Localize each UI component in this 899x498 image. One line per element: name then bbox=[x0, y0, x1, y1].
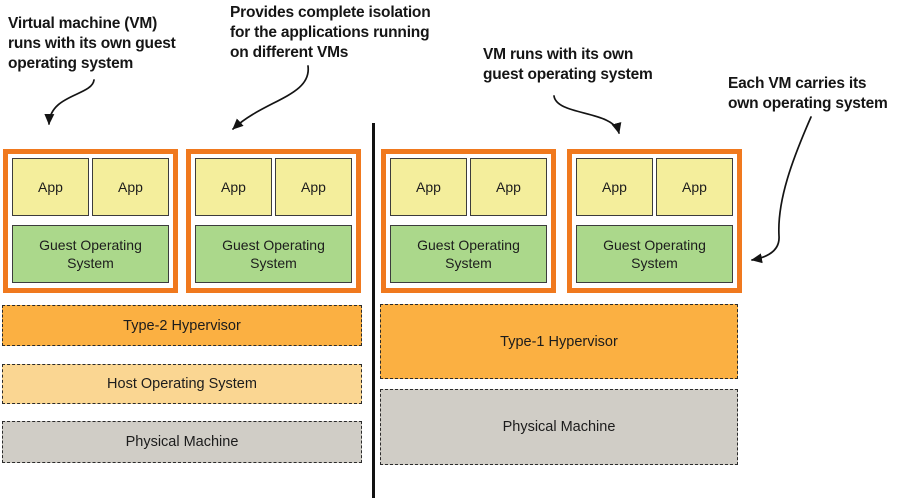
vm-box-1: App App Guest Operating System bbox=[3, 149, 178, 293]
divider-line bbox=[372, 123, 375, 498]
app-row: App App bbox=[390, 158, 547, 216]
app-box: App bbox=[470, 158, 547, 216]
layer-physical-machine-right: Physical Machine bbox=[380, 389, 738, 465]
arrow-vm-left-icon bbox=[44, 79, 95, 125]
annotation-isolation: Provides complete isolation for the appl… bbox=[230, 4, 431, 61]
guest-os-box: Guest Operating System bbox=[390, 225, 547, 283]
layer-physical-machine-left: Physical Machine bbox=[2, 421, 362, 463]
app-box: App bbox=[275, 158, 352, 216]
app-row: App App bbox=[12, 158, 169, 216]
app-row: App App bbox=[195, 158, 352, 216]
app-row: App App bbox=[576, 158, 733, 216]
guest-os-box: Guest Operating System bbox=[12, 225, 169, 283]
arrow-vm-right-icon bbox=[553, 95, 622, 134]
app-box: App bbox=[195, 158, 272, 216]
arrow-carries-os-icon bbox=[751, 116, 812, 264]
app-box: App bbox=[12, 158, 89, 216]
layer-type2-hypervisor: Type-2 Hypervisor bbox=[2, 305, 362, 346]
guest-os-box: Guest Operating System bbox=[195, 225, 352, 283]
annotation-carries-os: Each VM carries its own operating system bbox=[728, 75, 888, 112]
layer-type1-hypervisor: Type-1 Hypervisor bbox=[380, 304, 738, 379]
annotation-vm-right: VM runs with its own guest operating sys… bbox=[483, 46, 653, 83]
app-box: App bbox=[576, 158, 653, 216]
annotation-vm-left: Virtual machine (VM) runs with its own g… bbox=[8, 15, 176, 72]
app-box: App bbox=[92, 158, 169, 216]
arrow-isolation-icon bbox=[232, 65, 309, 130]
vm-box-4: App App Guest Operating System bbox=[567, 149, 742, 293]
vm-box-2: App App Guest Operating System bbox=[186, 149, 361, 293]
vm-box-3: App App Guest Operating System bbox=[381, 149, 556, 293]
app-box: App bbox=[656, 158, 733, 216]
layer-host-operating-system: Host Operating System bbox=[2, 364, 362, 404]
app-box: App bbox=[390, 158, 467, 216]
guest-os-box: Guest Operating System bbox=[576, 225, 733, 283]
